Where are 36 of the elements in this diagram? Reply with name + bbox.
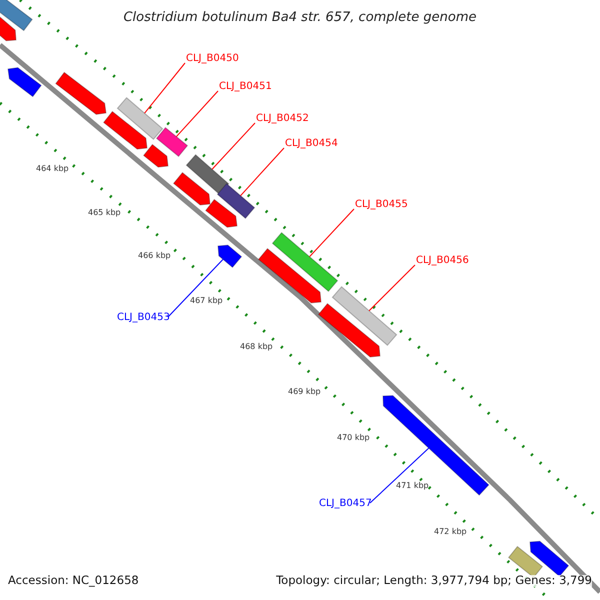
leader-line — [309, 208, 354, 258]
tick-label: 464 kbp — [36, 165, 69, 173]
gene-label: CLJ_B0450 — [186, 54, 239, 64]
tick-label: 468 kbp — [240, 343, 273, 351]
genome-stats-text: Topology: circular; Length: 3,977,794 bp; Genes: 3,799 — [276, 575, 592, 586]
gene-feature — [217, 244, 242, 268]
gene-feature — [382, 395, 490, 496]
gene-label: CLJ_B0456 — [416, 256, 469, 266]
tick-label: 466 kbp — [138, 252, 171, 260]
gene-feature — [272, 232, 338, 292]
leader-line — [144, 62, 186, 114]
gene-label: CLJ_B0452 — [256, 114, 309, 124]
tick-label: 471 kbp — [396, 482, 429, 490]
leader-line — [368, 264, 416, 312]
title: Clostridium botulinum Ba4 str. 657, complete genome — [122, 11, 478, 24]
tick-label: 470 kbp — [337, 434, 370, 442]
accession-text: Accession: NC_012658 — [8, 575, 139, 586]
leader-line — [212, 122, 256, 170]
gene-label: CLJ_B0455 — [355, 200, 408, 210]
gene-label: CLJ_B0451 — [219, 82, 272, 92]
leader-line — [370, 448, 430, 504]
tick-label: 465 kbp — [88, 209, 121, 217]
gene-feature — [332, 286, 398, 346]
leader-line — [176, 90, 218, 138]
gene-label: CLJ_B0453 — [117, 313, 170, 323]
leader-line — [168, 258, 224, 318]
gene-feature — [156, 126, 188, 158]
leader-line — [240, 148, 284, 196]
gene-feature — [216, 182, 256, 220]
gene-label: CLJ_B0454 — [285, 139, 338, 149]
gene-label: CLJ_B0457 — [319, 499, 372, 509]
tick-label: 467 kbp — [190, 297, 223, 305]
tick-label: 472 kbp — [434, 528, 467, 536]
gene-feature — [186, 154, 230, 195]
tick-label: 469 kbp — [288, 388, 321, 396]
gene-feature — [116, 96, 164, 140]
